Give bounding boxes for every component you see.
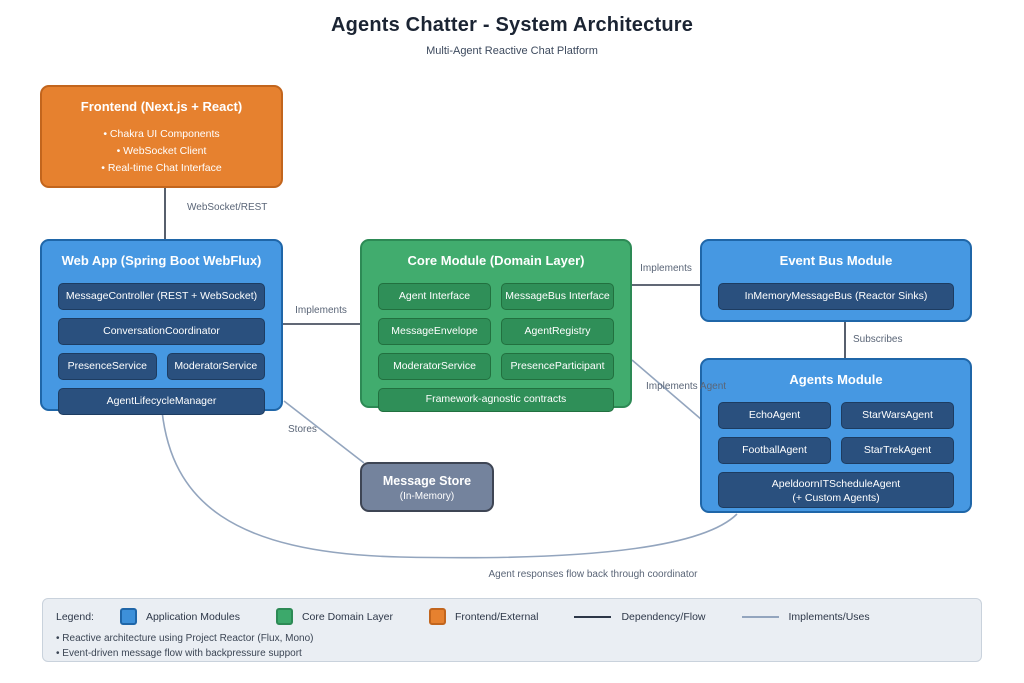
agent-chip-custom: ApeldoornITScheduleAgent (+ Custom Agent… <box>718 472 954 508</box>
legend-item-label: Application Modules <box>145 610 240 623</box>
page-subtitle: Multi-Agent Reactive Chat Platform <box>426 45 598 57</box>
agent-chip-custom-line1: ApeldoornITScheduleAgent <box>771 478 901 490</box>
core-component: MessageBus Interface <box>501 283 614 310</box>
core-title: Core Module (Domain Layer) <box>407 253 585 268</box>
core-component: MessageEnvelope <box>378 318 491 345</box>
agent-chip: StarTrekAgent <box>841 437 954 464</box>
webapp-module: Web App (Spring Boot WebFlux) MessageCon… <box>40 239 283 415</box>
agents-module: Agents Module EchoAgent StarWarsAgent Fo… <box>700 358 972 513</box>
label-stores: Stores <box>288 424 317 435</box>
webapp-component: AgentLifecycleManager <box>58 388 265 415</box>
agent-chip: FootballAgent <box>718 437 831 464</box>
legend-swatch-green <box>275 608 293 625</box>
legend-line-light <box>741 615 779 618</box>
legend-swatch-blue <box>119 608 137 625</box>
legend-label: Legend: <box>56 610 94 623</box>
connector-feedback-curve <box>161 410 738 559</box>
agent-chip: StarWarsAgent <box>841 402 954 429</box>
core-footer-note: Framework-agnostic contracts <box>378 388 614 412</box>
agent-chip: EchoAgent <box>718 402 831 429</box>
frontend-bullet: • Real-time Chat Interface <box>101 162 222 174</box>
message-store-title: Message Store <box>382 474 472 488</box>
webapp-component: ModeratorService <box>166 353 265 380</box>
label-implements-agent: Implements Agent <box>646 381 727 392</box>
legend-note: • Event-driven message flow with backpre… <box>56 647 302 659</box>
frontend-module: Frontend (Next.js + React) • Chakra UI C… <box>40 85 283 188</box>
core-component: AgentRegistry <box>501 318 614 345</box>
label-feedback: Agent responses flow back through coordi… <box>488 569 698 580</box>
frontend-bullet: • Chakra UI Components <box>103 128 220 140</box>
legend-item-label: Frontend/External <box>455 610 539 623</box>
legend-note: • Reactive architecture using Project Re… <box>56 633 314 644</box>
core-component: PresenceParticipant <box>501 353 614 380</box>
legend-item-label: Implements/Uses <box>788 610 870 623</box>
legend-panel: Legend: Application Modules Core Domain … <box>42 598 982 662</box>
webapp-component: ConversationCoordinator <box>58 318 265 345</box>
message-store-subtitle: (In-Memory) <box>399 491 455 502</box>
core-component: Agent Interface <box>378 283 491 310</box>
webapp-component: MessageController (REST + WebSocket) <box>58 283 265 310</box>
message-store: Message Store (In-Memory) <box>360 462 494 512</box>
legend-swatch-orange <box>429 608 446 625</box>
legend-line-dark <box>574 615 612 618</box>
webapp-component: PresenceService <box>58 353 157 380</box>
label-subscribes: Subscribes <box>853 334 903 345</box>
label-websocket-rest: WebSocket/REST <box>187 202 268 213</box>
legend-item-label: Dependency/Flow <box>621 610 706 623</box>
page-title: Agents Chatter - System Architecture <box>330 14 694 36</box>
label-webapp-core-implements: Implements <box>295 305 347 316</box>
label-core-eventbus-implements: Implements <box>640 263 692 274</box>
eventbus-module: Event Bus Module InMemoryMessageBus (Rea… <box>700 239 972 322</box>
frontend-title: Frontend (Next.js + React) <box>80 99 243 114</box>
frontend-bullet: • WebSocket Client <box>116 145 207 157</box>
core-module: Core Module (Domain Layer) Agent Interfa… <box>360 239 632 412</box>
agent-chip-custom-line2: (+ Custom Agents) <box>792 492 880 504</box>
connector-webapp-store <box>283 400 365 464</box>
legend-item-label: Core Domain Layer <box>301 610 393 623</box>
webapp-title: Web App (Spring Boot WebFlux) <box>61 253 262 268</box>
eventbus-title: Event Bus Module <box>779 253 893 268</box>
core-component: ModeratorService <box>378 353 491 380</box>
agents-title: Agents Module <box>789 372 883 387</box>
eventbus-component: InMemoryMessageBus (Reactor Sinks) <box>718 283 954 310</box>
